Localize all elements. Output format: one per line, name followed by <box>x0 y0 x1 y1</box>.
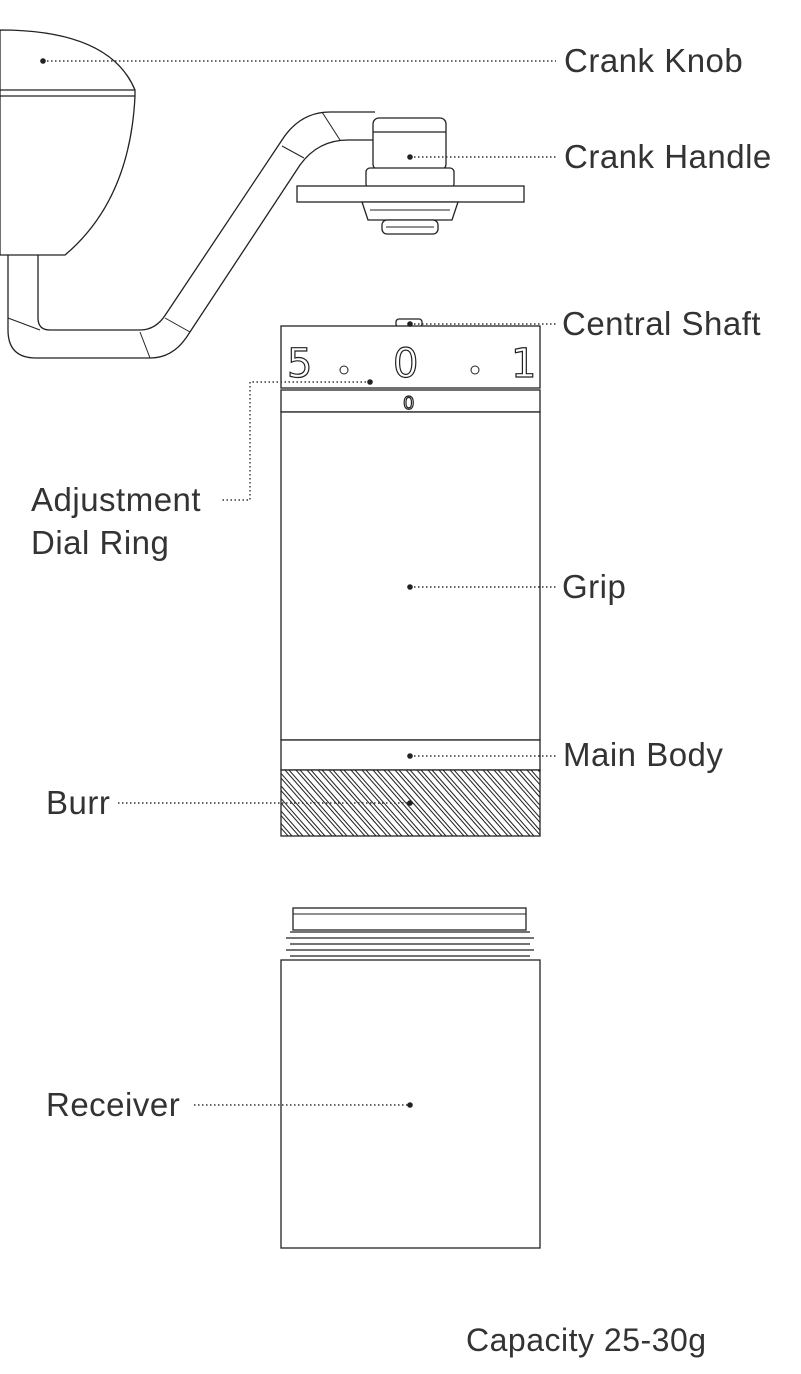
burr-knurl-line <box>281 822 293 836</box>
burr-knurl-line <box>438 770 498 836</box>
dial-mark-1: 1 <box>511 341 536 387</box>
burr-knurl-line <box>416 770 476 836</box>
burr-knurl-line <box>343 770 403 836</box>
burr-knurl-line <box>350 770 410 836</box>
burr-knurl-line <box>409 770 469 836</box>
burr-knurl-line <box>497 770 540 819</box>
dial-ring-shape: 5 0 1 0 <box>280 325 541 415</box>
burr-knurl-line <box>299 770 359 836</box>
dial-mark-5: 5 <box>287 341 312 387</box>
burr-knurl-line <box>553 770 611 836</box>
capacity-note: Capacity 25-30g <box>466 1322 707 1358</box>
burr-knurl-line <box>281 810 304 836</box>
burr-knurl-line <box>549 770 607 836</box>
dial-mark-0: 0 <box>393 341 418 387</box>
label-central-shaft: Central Shaft <box>562 305 762 342</box>
burr-knurl-line <box>542 770 600 836</box>
burr-knurl-line <box>493 770 540 824</box>
burr-knurl-line <box>427 770 487 836</box>
burr-knurl-line <box>460 770 520 836</box>
burr-knurl-line <box>281 789 322 836</box>
burr-shape <box>280 769 611 837</box>
burr-knurl-line <box>508 770 540 807</box>
burr-knurl-line <box>281 802 311 836</box>
burr-knurl-line <box>475 770 535 836</box>
label-main-body: Main Body <box>563 736 724 773</box>
burr-knurl-line <box>504 770 540 811</box>
burr-knurl-line <box>394 770 454 836</box>
burr-knurl-line <box>310 770 370 836</box>
label-adjustment-dial-ring-line2: Dial Ring <box>31 524 170 561</box>
burr-knurl-line <box>515 770 540 799</box>
burr-knurl-line <box>281 814 300 836</box>
crank-handle-shape <box>296 117 525 235</box>
burr-knurl-line <box>281 785 326 836</box>
burr-knurl-line <box>453 770 513 836</box>
label-receiver: Receiver <box>46 1086 181 1123</box>
burr-knurl-line <box>354 770 414 836</box>
burr-knurl-line <box>387 770 447 836</box>
receiver-shape <box>280 907 541 1249</box>
grip-shape <box>280 411 541 771</box>
burr-knurl-line <box>420 770 480 836</box>
burr-knurl-line <box>405 770 465 836</box>
burr-knurl-line <box>295 770 355 836</box>
burr-knurl-line <box>471 770 531 836</box>
burr-knurl-line <box>339 770 399 836</box>
label-crank-knob: Crank Knob <box>564 42 744 79</box>
burr-knurl-line <box>383 770 443 836</box>
burr-knurl-line <box>526 770 540 786</box>
burr-knurl-line <box>281 797 315 836</box>
burr-knurl-line <box>537 770 540 774</box>
label-crank-handle: Crank Handle <box>564 138 772 175</box>
label-burr: Burr <box>46 784 111 821</box>
leader-lines <box>40 58 556 1108</box>
dial-indicator-0: 0 <box>403 393 414 414</box>
label-adjustment-dial-ring-line1: Adjustment <box>31 481 202 518</box>
burr-knurl-line <box>519 770 540 794</box>
burr-knurl-line <box>306 770 366 836</box>
burr-knurl-line <box>486 770 540 832</box>
burr-knurl-line <box>442 770 502 836</box>
burr-knurl-line <box>449 770 509 836</box>
crank-knob-shape <box>0 29 136 256</box>
crank-arm <box>7 111 375 359</box>
burr-knurl-line <box>464 770 524 836</box>
burr-knurl-line <box>482 770 540 836</box>
burr-knurl-line <box>431 770 491 836</box>
label-grip: Grip <box>562 568 627 605</box>
burr-knurl-line <box>398 770 458 836</box>
